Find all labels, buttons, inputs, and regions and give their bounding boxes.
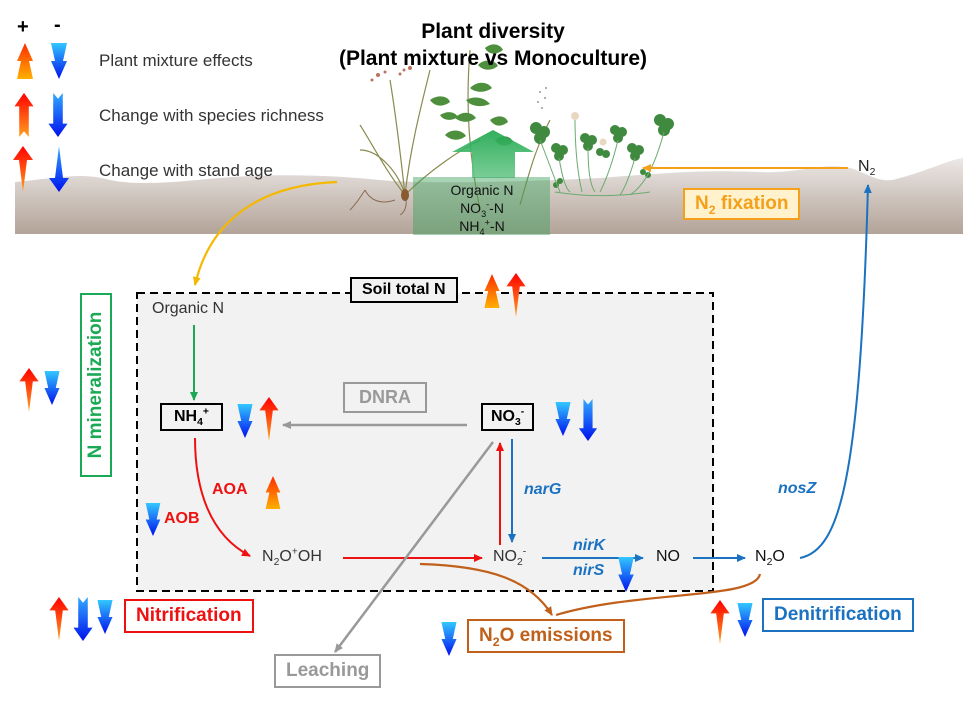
nitrite-node: NO2- [493,546,527,569]
title-line-2: (Plant mixture vs Monoculture) [338,47,648,70]
emissions-mixture-down-icon [441,622,457,656]
nitrification-mixture-down-icon [97,600,113,634]
mineralization-standage-up-icon [19,368,39,412]
nitrification-richness-down-icon [73,597,93,641]
soil-total-n-label: Soil total N [350,277,458,303]
denitrification-label: Denitrification [762,598,914,632]
denitrification-n2o-arrow [555,573,762,617]
nitrification-standage-up-icon [49,597,69,641]
nitric-oxide-node: NO [656,548,680,565]
n-fixation-label: N2 fixation [683,188,801,220]
n2o-emissions-label: N2O emissions [467,619,625,653]
plant-uptake-arrow [452,130,534,178]
legend-item-mixture: Plant mixture effects [99,51,253,70]
legend-richness-up-icon [14,93,34,137]
dnra-label: DNRA [343,382,427,413]
nosZ-gene-label: nosZ [778,480,817,497]
pool-nitrate: NO3--N [460,199,504,219]
nitrification-label: Nitrification [124,599,254,633]
n-mineralization-box: N mineralization [80,293,112,477]
legend-mixture-down-icon [51,43,67,79]
litter-input-arrow [192,180,338,286]
legend-minus-header: - [54,14,61,36]
aoa-label: AOA [212,481,248,498]
soil-process-box [136,292,714,592]
plant-illustration [349,44,674,216]
n-mineralization-label: N mineralization [85,311,106,459]
ammonium-node: NH4+ [160,403,223,431]
denitrification-standage-up-icon [710,600,730,644]
legend-plus-header: + [17,16,29,38]
legend-richness-down-icon [48,93,68,137]
nitrous-oxide-node: N2O [755,548,785,569]
narG-gene-label: narG [524,481,562,498]
nitrification-n2o-arrow [419,562,553,616]
leaching-arrow [334,441,494,653]
soil-organic-n: Organic N [152,300,225,317]
aob-label: AOB [164,510,200,527]
nitrate-node: NO3- [481,403,535,431]
soil-n-mixture-up-icon [484,274,500,308]
hydroxylamine-node: N2O+OH [262,546,322,569]
title-line-1: Plant diversity [421,20,565,43]
leaching-label: Leaching [274,654,382,688]
diagram-title: Plant diversity (Plant mixture vs Monocu… [283,18,703,72]
legend-mixture-up-icon [17,43,33,79]
plant-nutrient-pool-box [413,177,550,235]
mineralization-mixture-down-icon [44,371,60,405]
pool-ammonium: NH4+-N [459,217,505,237]
denitrification-mixture-down-icon [737,603,753,637]
legend-item-standage: Change with stand age [99,161,273,180]
nirS-gene-label: nirS [573,562,605,579]
nosZ-arrow [799,184,872,559]
ammonia-oxidation-arrow [194,437,251,557]
atmospheric-n2: N2 [858,158,876,179]
legend-item-richness: Change with species richness [99,106,324,125]
pool-organic-n: Organic N [450,182,514,198]
plant-nutrient-pool: Organic N NO3--N NH4+-N [417,181,547,237]
nirK-gene-label: nirK [573,537,605,554]
